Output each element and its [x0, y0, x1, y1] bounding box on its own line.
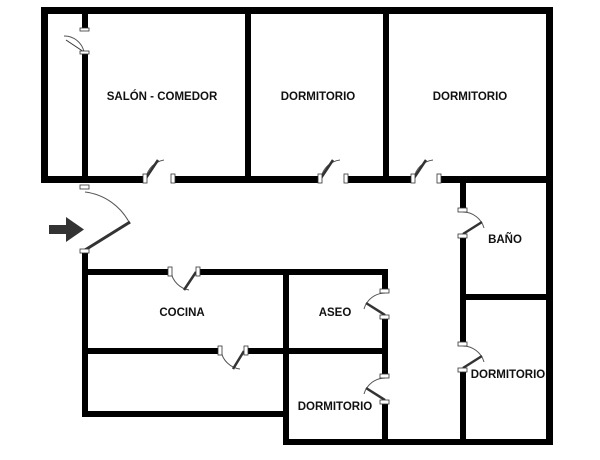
wall-dorm3-bottom	[283, 439, 553, 445]
room-label-cocina: COCINA	[159, 307, 204, 319]
door-dorm1	[317, 159, 349, 184]
room-label-salon-comedor: SALÓN - COMEDOR	[107, 90, 218, 103]
room-label-bano: BAÑO	[488, 233, 522, 246]
door-dorm4	[457, 341, 485, 373]
door-salon	[142, 159, 176, 184]
room-label-dormitorio-4: DORMITORIO	[471, 369, 546, 381]
door-entrance	[79, 184, 131, 254]
door-strip	[63, 27, 90, 55]
entrance-arrow-icon	[49, 217, 84, 242]
wall-right-top	[546, 7, 553, 183]
doors	[63, 27, 485, 405]
door-dorm3	[363, 373, 390, 405]
wall-salon-dorm1	[245, 7, 251, 183]
door-cocina	[167, 266, 201, 291]
room-label-dormitorio-1: DORMITORIO	[281, 91, 356, 103]
door-dorm2	[410, 159, 442, 184]
wall-left-entrance-bottom	[82, 250, 88, 417]
wall-aseo-right	[382, 269, 388, 445]
wall-bano-left	[460, 176, 466, 445]
wall-cocina-aseo	[283, 269, 289, 445]
wall-top	[41, 7, 552, 14]
wall-dorm1-dorm2	[383, 7, 389, 183]
room-labels: SALÓN - COMEDOR DORMITORIO DORMITORIO BA…	[107, 90, 546, 413]
wall-cocina-top	[82, 269, 388, 275]
door-lower-left	[217, 345, 249, 370]
room-label-aseo: ASEO	[319, 307, 352, 319]
door-bano	[457, 207, 485, 239]
wall-bano-bottom	[460, 294, 553, 300]
wall-right-lower	[546, 176, 553, 445]
room-label-dormitorio-3: DORMITORIO	[298, 401, 373, 413]
door-aseo	[363, 288, 390, 320]
wall-left-upper	[41, 7, 48, 183]
room-label-dormitorio-2: DORMITORIO	[433, 91, 508, 103]
wall-lower-left-bottom	[82, 411, 289, 417]
wall-strip-salon-lower	[82, 52, 88, 183]
wall-under-top-rooms	[41, 176, 552, 183]
